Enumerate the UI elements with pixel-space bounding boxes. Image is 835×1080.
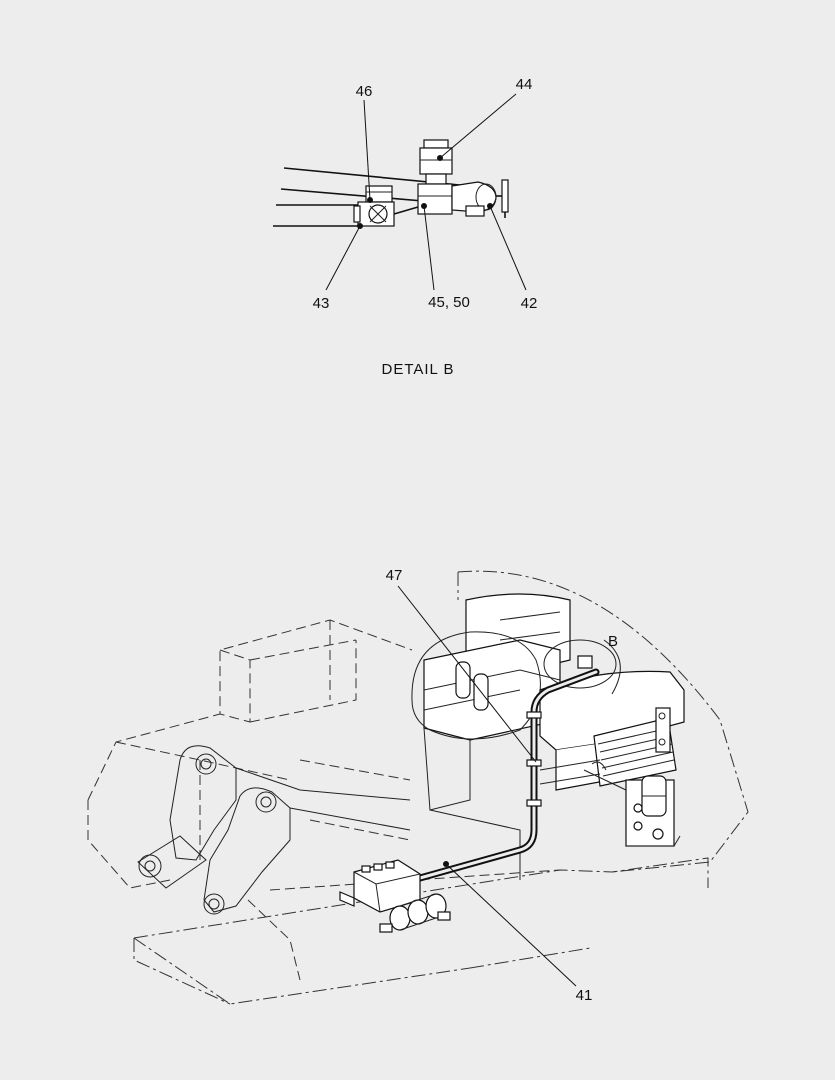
boom-bracket (137, 745, 411, 915)
engine-block (423, 593, 571, 880)
detail-elbow-valve (451, 179, 509, 218)
detail-top-canister (419, 139, 453, 185)
callout-42: 42 (521, 295, 538, 312)
callout-47: 47 (386, 567, 403, 584)
hydraulic-filter (583, 761, 681, 847)
detail-leader-lines (325, 93, 527, 291)
detail-b-view: 46 44 43 45, 50 42 DETAIL B (273, 76, 537, 378)
callout-45-50: 45, 50 (428, 294, 470, 311)
radiator-unit (539, 670, 685, 791)
callout-43: 43 (313, 295, 330, 312)
starter-assembly (339, 859, 451, 933)
main-leader-lines (397, 585, 577, 987)
main-assembly-view: B (87, 567, 749, 1005)
detail-b-caption: DETAIL B (381, 361, 454, 378)
detail-b-ring (543, 639, 621, 695)
phantom-machine-body (87, 570, 749, 1005)
detail-b-marker: B (608, 633, 618, 650)
detail-left-fitting (353, 185, 419, 227)
callout-46: 46 (356, 83, 373, 100)
detail-valve-body (417, 183, 453, 215)
callout-44: 44 (516, 76, 533, 93)
callout-41: 41 (576, 987, 593, 1004)
